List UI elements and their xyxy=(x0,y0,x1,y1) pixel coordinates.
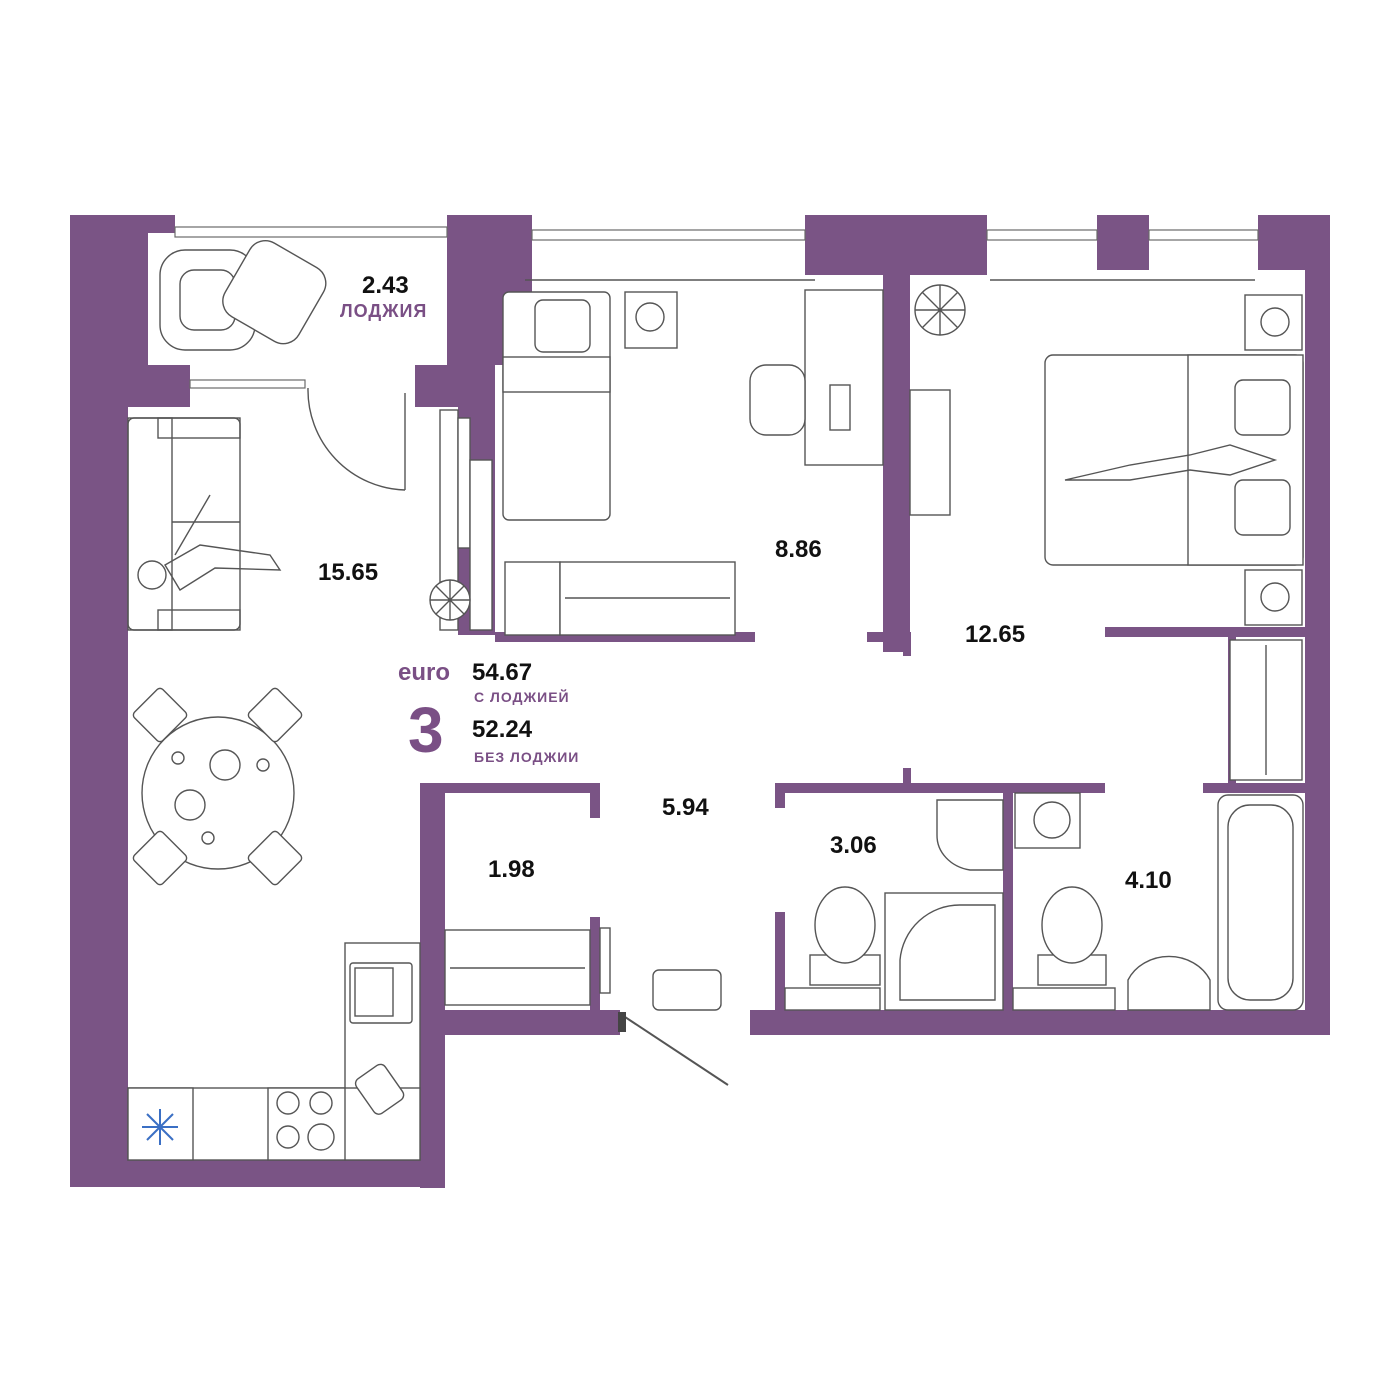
desk xyxy=(804,289,884,466)
entrance-door-hinge xyxy=(618,1012,626,1032)
loggia-name: ЛОДЖИЯ xyxy=(340,301,427,321)
wall-bath-left-a xyxy=(775,783,785,808)
wall-left-upper xyxy=(70,215,148,390)
window-bedroom-small xyxy=(531,229,806,241)
doors xyxy=(307,387,729,1086)
shower-icon xyxy=(884,892,1004,1011)
wall-bath-top-2 xyxy=(1203,783,1305,793)
bathroom-2-fixtures xyxy=(1012,792,1304,1011)
wall-storage-bottom xyxy=(420,1010,620,1035)
wall-right xyxy=(1305,215,1330,1035)
coat-rack xyxy=(599,927,611,994)
apartment-rooms-count: 3 xyxy=(408,694,444,766)
bathtub-icon xyxy=(1217,794,1304,1011)
person-icon xyxy=(137,560,167,590)
bedroom-small-area: 8.86 xyxy=(775,536,822,563)
window-bedroom-large-1 xyxy=(986,229,1098,241)
bedroom-large-furniture xyxy=(909,279,1304,781)
bedroom-small-furniture xyxy=(502,279,884,636)
wall-loggia-left xyxy=(70,365,190,407)
room-labels: 2.43 ЛОДЖИЯ 15.65 8.86 12.65 5.94 1.98 3… xyxy=(318,272,1172,894)
bathroom-1-fixtures xyxy=(784,799,1004,1011)
snowflake-icon xyxy=(142,1109,178,1145)
pillow xyxy=(1234,479,1291,536)
door-mat xyxy=(652,969,722,1011)
wall-storage-top xyxy=(420,783,600,793)
walls xyxy=(70,215,1330,1188)
wall-pillar-3 xyxy=(1097,215,1149,270)
wall-partition-2 xyxy=(883,270,910,652)
wall-bath-middle xyxy=(1003,793,1013,1013)
entrance-door xyxy=(621,1014,729,1086)
wall-bedroom-small-bottom xyxy=(495,632,755,642)
sofa-icon xyxy=(127,417,241,631)
chair xyxy=(132,687,188,743)
hallway-area: 5.94 xyxy=(662,794,709,821)
chair xyxy=(247,687,303,743)
door-swing-loggia xyxy=(307,387,406,491)
storage-area: 1.98 xyxy=(488,856,535,883)
loggia-chairs xyxy=(159,240,327,351)
without-loggia-label: БЕЗ ЛОДЖИИ xyxy=(474,749,579,765)
dresser xyxy=(909,389,951,516)
with-loggia-label: С ЛОДЖИЕЙ xyxy=(474,688,570,705)
tv-icon xyxy=(457,417,471,549)
living-furniture xyxy=(127,409,493,1161)
wall-stub-1 xyxy=(867,632,909,642)
wall-bottom-right xyxy=(750,1010,1330,1035)
sink-icon xyxy=(349,962,413,1024)
wall-storage-right-a xyxy=(590,783,600,818)
wall-pillar-2 xyxy=(805,215,987,275)
shelf xyxy=(504,561,561,636)
window-living xyxy=(189,379,306,389)
person-icon xyxy=(1064,444,1278,481)
wall-bedroom-large-bottom xyxy=(1105,627,1305,637)
sink-icon xyxy=(1127,955,1211,1011)
apartment-type-label: euro xyxy=(398,659,450,686)
plant-icon xyxy=(914,284,966,336)
chair xyxy=(247,830,303,886)
storage-furniture xyxy=(444,927,722,1011)
wall-storage-right-b xyxy=(590,917,600,1017)
bathroom-2-area: 4.10 xyxy=(1125,867,1172,894)
armchair-2 xyxy=(222,240,327,345)
windows xyxy=(174,226,1259,389)
wall-bottom-left xyxy=(70,1160,445,1187)
plate xyxy=(209,749,241,781)
bedroom-large-area: 12.65 xyxy=(965,621,1025,648)
plate-2 xyxy=(174,789,206,821)
wall-bath-top xyxy=(775,783,1105,793)
lamp xyxy=(635,302,665,332)
plant-icon xyxy=(429,579,471,621)
loggia-area: 2.43 xyxy=(362,272,409,299)
wall-storage-left xyxy=(420,783,445,1188)
pillow xyxy=(1234,379,1291,436)
window-bedroom-large-2 xyxy=(1148,229,1259,241)
bathroom-1-area: 3.06 xyxy=(830,832,877,859)
living-kitchen-area: 15.65 xyxy=(318,559,378,586)
sink-icon xyxy=(936,799,1004,871)
chair xyxy=(132,830,188,886)
monitor xyxy=(829,384,851,431)
wall-bath-left-b xyxy=(775,912,785,1012)
window-loggia xyxy=(174,226,448,238)
area-with-loggia: 54.67 xyxy=(472,659,532,686)
cutting-board xyxy=(354,1063,405,1115)
area-without-loggia: 52.24 xyxy=(472,716,533,743)
office-chair xyxy=(749,364,806,436)
pillow xyxy=(534,299,591,353)
apartment-summary: euro 3 54.67 С ЛОДЖИЕЙ 52.24 БЕЗ ЛОДЖИИ xyxy=(398,659,579,766)
wall-stub-2 xyxy=(903,632,911,656)
wall-stub-3 xyxy=(903,768,911,783)
